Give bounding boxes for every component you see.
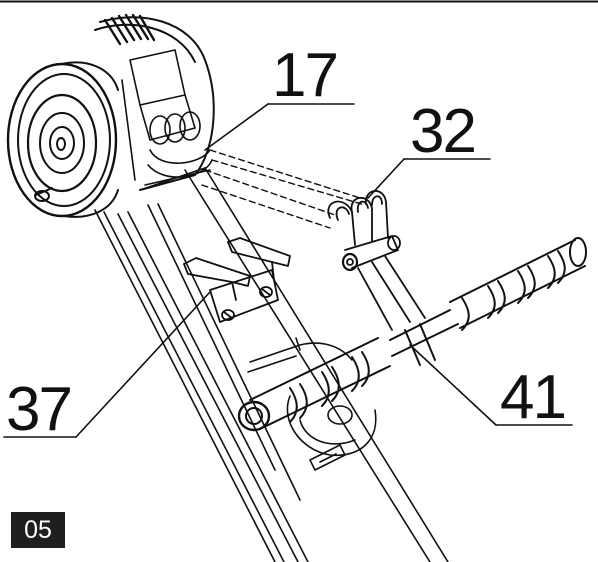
cable-dashed-lines <box>201 149 366 229</box>
leader-41 <box>409 344 497 426</box>
flywheel <box>6 13 215 218</box>
handle-bar <box>237 237 587 432</box>
callout-17: 17 <box>272 41 337 110</box>
callout-32: 32 <box>410 97 475 166</box>
handle-holder-bracket <box>183 237 291 323</box>
grip-clip <box>247 337 377 471</box>
leader-17 <box>204 103 269 151</box>
callout-leaders <box>3 103 573 438</box>
step-number-badge: 05 <box>11 512 65 548</box>
callout-37: 37 <box>6 375 71 444</box>
callout-41: 41 <box>500 363 565 432</box>
leader-32 <box>367 158 405 199</box>
main-rail <box>94 167 449 562</box>
leader-37 <box>75 291 211 438</box>
cable-hook-assembly <box>327 190 426 331</box>
